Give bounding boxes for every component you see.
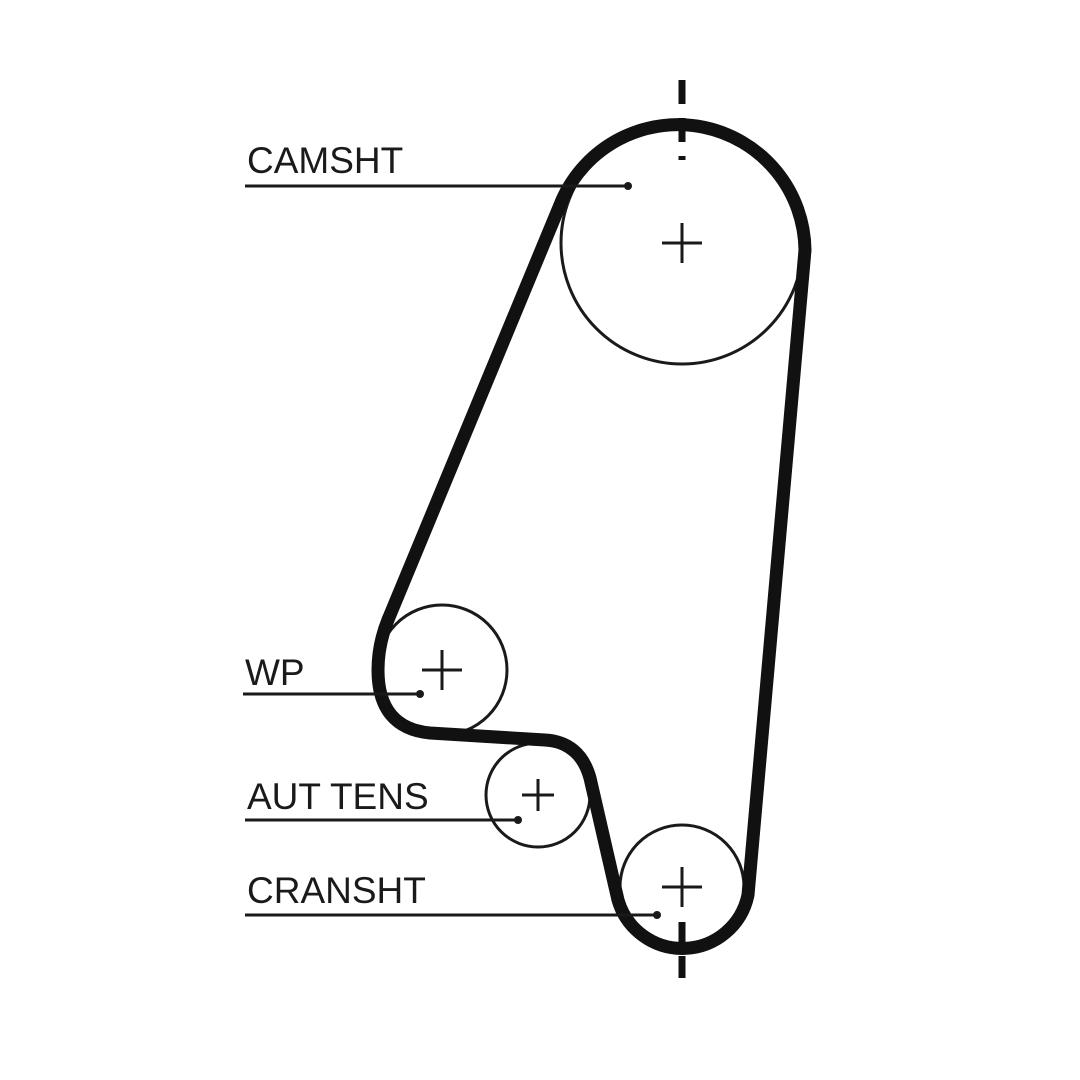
camshaft-callout: CAMSHT	[245, 140, 632, 190]
crankshaft-center-cross-icon	[662, 867, 702, 907]
water-pump-center-cross-icon	[422, 650, 462, 690]
tensioner-center-cross-icon	[522, 779, 554, 811]
camshaft-label: CAMSHT	[247, 140, 403, 181]
timing-belt	[371, 118, 812, 955]
crankshaft-callout: CRANSHT	[245, 870, 661, 919]
tensioner-callout: AUT TENS	[245, 776, 522, 824]
tensioner-label: AUT TENS	[247, 776, 429, 817]
water-pump-label: WP	[245, 652, 305, 693]
crankshaft-label: CRANSHT	[247, 870, 426, 911]
camshaft-center-cross-icon	[662, 223, 702, 263]
water-pump-callout: WP	[243, 652, 424, 698]
